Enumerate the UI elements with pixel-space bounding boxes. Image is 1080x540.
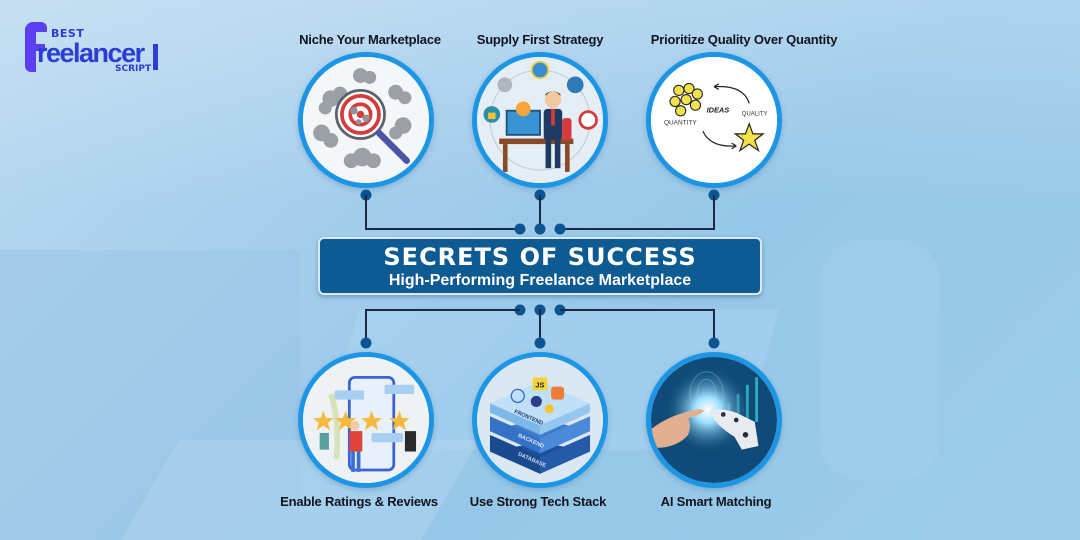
connector-dot bbox=[534, 223, 546, 235]
tech-stack-layers-icon: JS FRONTEND BACKEND DATABASE bbox=[472, 352, 608, 488]
label-supply-first: Supply First Strategy bbox=[476, 32, 604, 47]
logo-best-text: BEST bbox=[51, 27, 85, 40]
connector-line bbox=[560, 309, 715, 311]
connector-line bbox=[539, 309, 541, 343]
quantity-quality-ideas-icon: QUANTITY IDEAS QUALITY bbox=[646, 52, 782, 188]
label-niche-marketplace: Niche Your Marketplace bbox=[299, 32, 441, 47]
logo-script-text: SCRIPT bbox=[115, 64, 152, 74]
brand-logo[interactable]: BEST reelancer SCRIPT bbox=[25, 22, 165, 76]
connector-dot bbox=[708, 337, 720, 349]
connector-dot bbox=[514, 223, 526, 235]
label-quality-over-quantity: Prioritize Quality Over Quantity bbox=[650, 32, 838, 47]
svg-text:QUANTITY: QUANTITY bbox=[664, 120, 697, 127]
label-ratings-reviews: Enable Ratings & Reviews bbox=[280, 494, 438, 509]
background-person bbox=[820, 240, 940, 480]
connector-line bbox=[365, 228, 520, 230]
title-banner: SECRETS OF SUCCESS High-Performing Freel… bbox=[318, 237, 762, 295]
banner-title: SECRETS OF SUCCESS bbox=[383, 243, 697, 271]
background-desk bbox=[121, 440, 479, 540]
star-ratings-icon bbox=[298, 352, 434, 488]
connector-line bbox=[365, 195, 367, 229]
svg-text:IDEAS: IDEAS bbox=[707, 106, 730, 115]
businessman-desk-icon bbox=[472, 52, 608, 188]
connector-dot bbox=[534, 337, 546, 349]
connector-line bbox=[713, 309, 715, 343]
connector-line bbox=[365, 309, 520, 311]
label-tech-stack: Use Strong Tech Stack bbox=[469, 494, 607, 509]
logo-wordmark: reelancer bbox=[37, 38, 145, 68]
logo-tail-mark bbox=[153, 44, 158, 70]
connector-line bbox=[539, 195, 541, 229]
label-ai-smart-matching: AI Smart Matching bbox=[660, 494, 772, 509]
connector-line bbox=[365, 309, 367, 343]
logo-f-mark-icon bbox=[25, 22, 47, 74]
connector-dot bbox=[514, 304, 526, 316]
banner-subtitle: High-Performing Freelance Marketplace bbox=[388, 272, 692, 289]
connector-dot bbox=[554, 223, 566, 235]
connector-line bbox=[560, 228, 715, 230]
svg-text:JS: JS bbox=[535, 381, 544, 390]
connector-dot bbox=[360, 337, 372, 349]
connector-line bbox=[713, 195, 715, 229]
magnifier-target-crowd-icon bbox=[298, 52, 434, 188]
background-shelf bbox=[0, 250, 300, 540]
human-robot-hand-icon bbox=[646, 352, 782, 488]
svg-text:QUALITY: QUALITY bbox=[742, 111, 768, 117]
